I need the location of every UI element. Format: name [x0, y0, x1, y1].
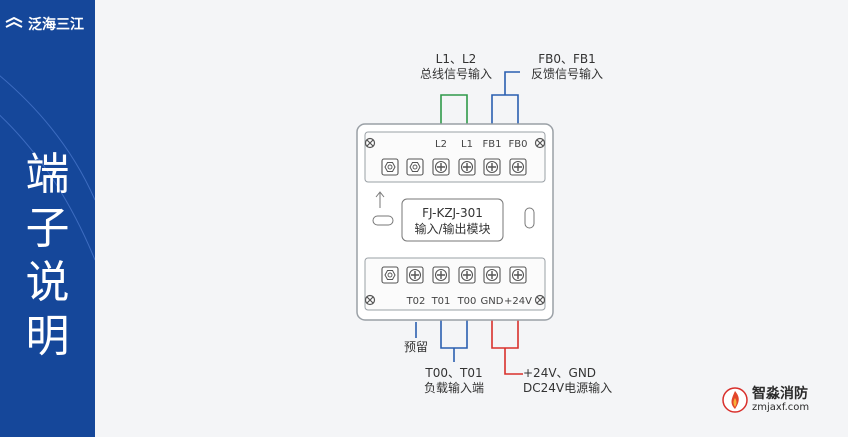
sidebar-curves: [0, 75, 95, 261]
terminal-label-t02: T02: [406, 296, 426, 307]
bottom-terminal-screw-3: [432, 266, 450, 284]
flame-logo-icon: [722, 387, 748, 413]
top-terminal-screw-5: [483, 158, 501, 176]
bus-wire: [440, 94, 468, 135]
wiring-diagram: [356, 71, 554, 375]
load-annotation-line1: T00、T01: [425, 366, 483, 380]
bus-annotation-line1: L1、L2: [435, 52, 477, 66]
direction-arrow-icon: [375, 191, 385, 208]
terminal-label-l1: L1: [461, 139, 473, 150]
terminal-label-24v: +24V: [504, 296, 532, 307]
terminal-label-gnd: GND: [480, 296, 504, 307]
brand-icon: [5, 17, 23, 28]
diagram-area: FJ-KZJ-301 输入/输出模块 L2 L1 FB1 FB0 T02 T01…: [95, 0, 848, 437]
label-plate: [401, 198, 504, 242]
watermark-cn: 智淼消防: [752, 386, 808, 402]
feedback-annotation-line1: FB0、FB1: [538, 52, 596, 66]
power-annotation-line1: +24V、GND: [523, 366, 597, 380]
top-terminal-screw-1: [381, 158, 399, 176]
power-annotation-line2: DC24V电源输入: [523, 381, 613, 395]
terminal-label-t01: T01: [431, 296, 451, 307]
side-title: 端 子 说 明: [0, 148, 95, 364]
top-terminal-screw-4: [458, 158, 476, 176]
brand-name: 泛海三江: [28, 17, 84, 33]
top-terminal-screw-3: [432, 158, 450, 176]
feedback-annotation-line2: 反馈信号输入: [530, 67, 603, 81]
side-title-char-1: 端: [25, 149, 70, 200]
corner-screw-tl: [364, 137, 376, 149]
corner-screw-bl: [364, 294, 376, 306]
corner-screw-tr: [534, 137, 546, 149]
bottom-terminal-screw-5: [483, 266, 501, 284]
watermark-en: zmjaxf.com: [752, 402, 810, 413]
sidebar: 泛海三江 端 子 说 明: [0, 0, 95, 437]
feedback-wire: [491, 71, 520, 135]
top-terminal-screw-6: [509, 158, 527, 176]
bottom-terminal-screw-2: [406, 266, 424, 284]
load-annotation-line2: 负载输入端: [423, 381, 484, 395]
bottom-terminal-screw-4: [458, 266, 476, 284]
mounting-slot-left: [372, 215, 394, 226]
corner-screw-br: [534, 294, 546, 306]
reserved-annotation: 预留: [403, 340, 428, 354]
bus-annotation-line2: 总线信号输入: [419, 67, 492, 81]
side-title-char-3: 说: [25, 257, 70, 308]
terminal-label-l2: L2: [435, 139, 447, 150]
brand-logo: 泛海三江: [4, 14, 84, 34]
side-title-char-2: 子: [25, 203, 70, 254]
terminal-label-fb0: FB0: [508, 139, 528, 150]
module-name: 输入/输出模块: [414, 222, 491, 236]
terminal-label-fb1: FB1: [482, 139, 502, 150]
watermark-logo: 智淼消防 zmjaxf.com: [722, 386, 809, 414]
bottom-terminal-screw-6: [509, 266, 527, 284]
module-model: FJ-KZJ-301: [422, 206, 483, 220]
side-title-char-4: 明: [25, 311, 70, 362]
bottom-terminal-screw-1: [381, 266, 399, 284]
mounting-slot-right: [524, 207, 535, 229]
top-terminal-screw-2: [406, 158, 424, 176]
terminal-label-t00: T00: [457, 296, 477, 307]
